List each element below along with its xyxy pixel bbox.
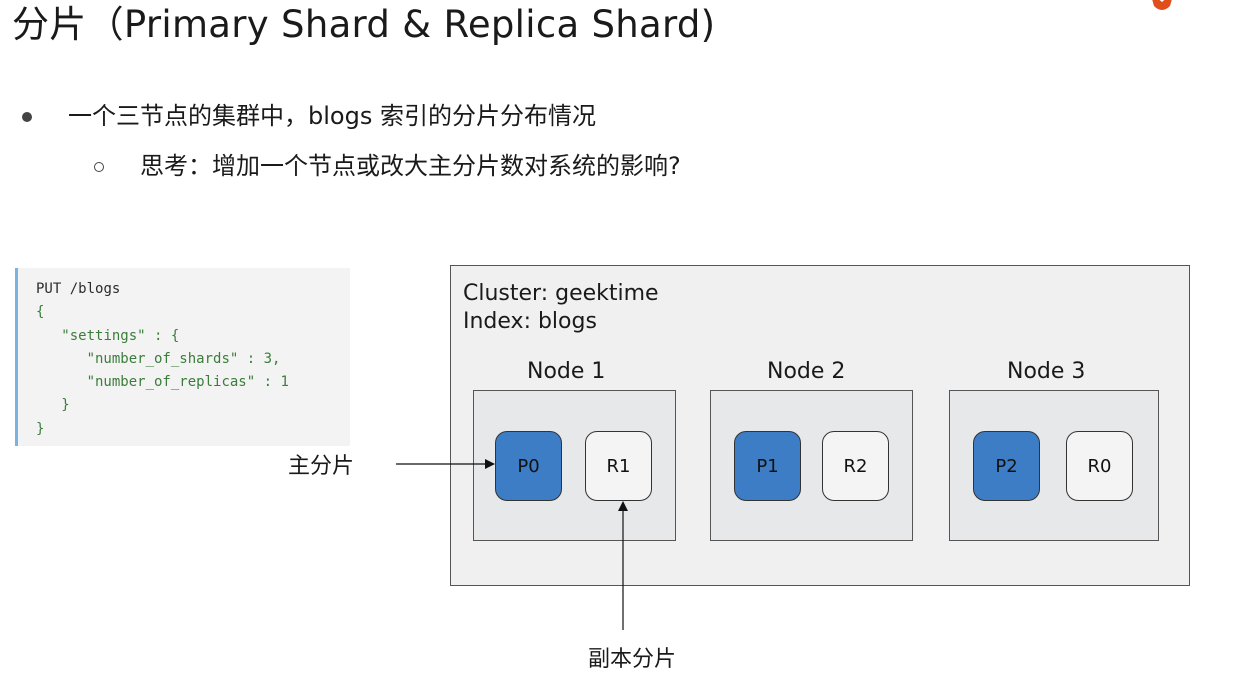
bullet-sub-text: 思考：增加一个节点或改大主分片数对系统的影响?	[140, 152, 681, 180]
bullet-main-text: 一个三节点的集群中，blogs 索引的分片分布情况	[68, 102, 596, 130]
code-line: "settings" : {	[36, 325, 350, 348]
code-line: PUT /blogs	[36, 278, 350, 301]
code-line: }	[36, 418, 350, 441]
primary-shard-annotation: 主分片	[288, 454, 355, 479]
cluster-label: Cluster: geektime Index: blogs	[463, 280, 659, 336]
code-key: "settings"	[61, 327, 146, 344]
code-line: }	[36, 394, 350, 417]
code-punct: :	[255, 374, 281, 391]
code-brace: {	[36, 304, 45, 321]
code-block: PUT /blogs { "settings" : { "number_of_s…	[15, 268, 350, 446]
code-key: "number_of_replicas"	[86, 374, 256, 391]
code-punct: ,	[272, 350, 281, 367]
index-name: Index: blogs	[463, 309, 597, 334]
code-brace: }	[61, 397, 70, 414]
code-line: "number_of_shards" : 3,	[36, 348, 350, 371]
code-method: PUT	[36, 281, 62, 297]
code-line: {	[36, 301, 350, 324]
replica-shard: R2	[822, 431, 889, 501]
node-label: Node 1	[527, 359, 606, 384]
primary-shard: P2	[973, 431, 1040, 501]
node-label: Node 2	[767, 359, 846, 384]
code-punct: : {	[145, 327, 180, 344]
code-number: 1	[280, 374, 289, 391]
logo-icon	[1152, 0, 1172, 10]
code-brace: }	[36, 420, 45, 437]
code-punct: :	[238, 350, 264, 367]
brand-logo	[1148, 0, 1258, 20]
primary-shard: P0	[495, 431, 562, 501]
code-number: 3	[263, 350, 273, 367]
code-path: /blogs	[61, 281, 121, 297]
replica-shard: R0	[1066, 431, 1133, 501]
bullet-ring-icon	[94, 162, 104, 172]
node-label: Node 3	[1007, 359, 1086, 384]
cluster-name: Cluster: geektime	[463, 281, 659, 306]
replica-shard: R1	[585, 431, 652, 501]
bullet-dot-icon	[22, 112, 32, 122]
replica-shard-annotation: 副本分片	[588, 647, 677, 672]
code-line: "number_of_replicas" : 1	[36, 371, 350, 394]
page-title: 分片（Primary Shard & Replica Shard)	[12, 3, 716, 46]
code-key: "number_of_shards"	[86, 350, 239, 367]
primary-shard: P1	[734, 431, 801, 501]
